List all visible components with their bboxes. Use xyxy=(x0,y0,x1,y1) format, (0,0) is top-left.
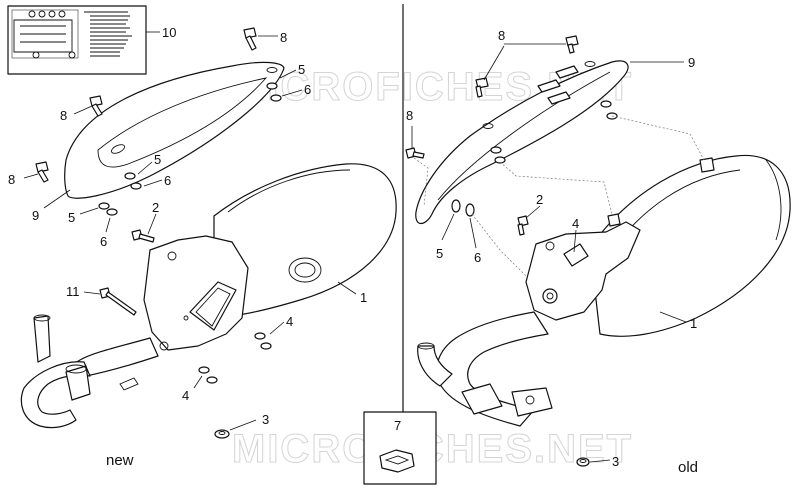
callout-8-left-mid: 8 xyxy=(60,108,67,123)
screw-2-right xyxy=(517,215,529,236)
callout-4-right: 4 xyxy=(572,216,579,231)
callout-2-left: 2 xyxy=(152,200,159,215)
callout-5-left-top: 5 xyxy=(298,62,305,77)
reference-sheet-inset xyxy=(7,5,147,75)
long-bolt-11 xyxy=(99,287,137,316)
callout-8-right-top: 8 xyxy=(498,28,505,43)
clip-nut-box xyxy=(363,411,437,485)
callout-1-left: 1 xyxy=(360,290,367,305)
leaders-right xyxy=(411,43,687,463)
bolt-8-left-low xyxy=(35,161,49,183)
mounting-bracket-new xyxy=(143,235,249,351)
washers-4-left xyxy=(198,332,272,384)
callout-6-left-mid: 6 xyxy=(164,173,171,188)
bolt-8-right-mid xyxy=(475,77,489,98)
heat-shield-new xyxy=(64,61,285,199)
callout-11: 11 xyxy=(66,284,80,299)
callout-8-left-low: 8 xyxy=(8,172,15,187)
mounting-bracket-old xyxy=(525,221,641,321)
screw-2-left xyxy=(131,229,155,243)
muffler-new xyxy=(213,163,397,317)
bolt-8-right-top xyxy=(565,35,579,54)
washers-left-upper xyxy=(98,82,282,216)
callout-4-left-lower: 4 xyxy=(182,388,189,403)
bolt-8-left-top xyxy=(243,27,257,51)
callout-7: 7 xyxy=(394,418,401,433)
bolt-8-left-mid xyxy=(89,95,103,117)
callout-4-left-upper: 4 xyxy=(286,314,293,329)
nut-3-left xyxy=(214,429,230,439)
callout-8-right-side: 8 xyxy=(406,108,413,123)
callout-2-right: 2 xyxy=(536,192,543,207)
caption-old: old xyxy=(678,459,698,476)
callout-6-left-low: 6 xyxy=(100,234,107,249)
callout-9-right: 9 xyxy=(688,55,695,70)
caption-new: new xyxy=(106,452,134,469)
leaders-left xyxy=(23,35,357,431)
bolt-8-right-side xyxy=(405,147,425,159)
callout-10: 10 xyxy=(162,25,176,40)
callout-6-right: 6 xyxy=(474,250,481,265)
exhaust-pipe-new xyxy=(20,314,159,429)
washers-right xyxy=(451,100,618,217)
callout-1-right: 1 xyxy=(690,316,697,331)
spacer-right xyxy=(607,157,715,227)
muffler-old xyxy=(589,154,791,337)
callout-5-right: 5 xyxy=(436,246,443,261)
callout-6-left-top: 6 xyxy=(304,82,311,97)
callout-3-left: 3 xyxy=(262,412,269,427)
callout-5-left-low: 5 xyxy=(68,210,75,225)
callout-3-right: 3 xyxy=(612,454,619,469)
heat-shield-old xyxy=(415,60,629,225)
callouts: 8 5 6 8 5 6 8 5 6 9 2 11 1 4 4 3 8 9 8 2… xyxy=(8,28,697,469)
exhaust-pipe-old xyxy=(417,311,553,427)
nut-3-right xyxy=(576,457,590,467)
callout-8-left-top: 8 xyxy=(280,30,287,45)
callout-5-left-mid: 5 xyxy=(154,152,161,167)
callout-9-left: 9 xyxy=(32,208,39,223)
assembly-lines-right xyxy=(413,115,705,277)
